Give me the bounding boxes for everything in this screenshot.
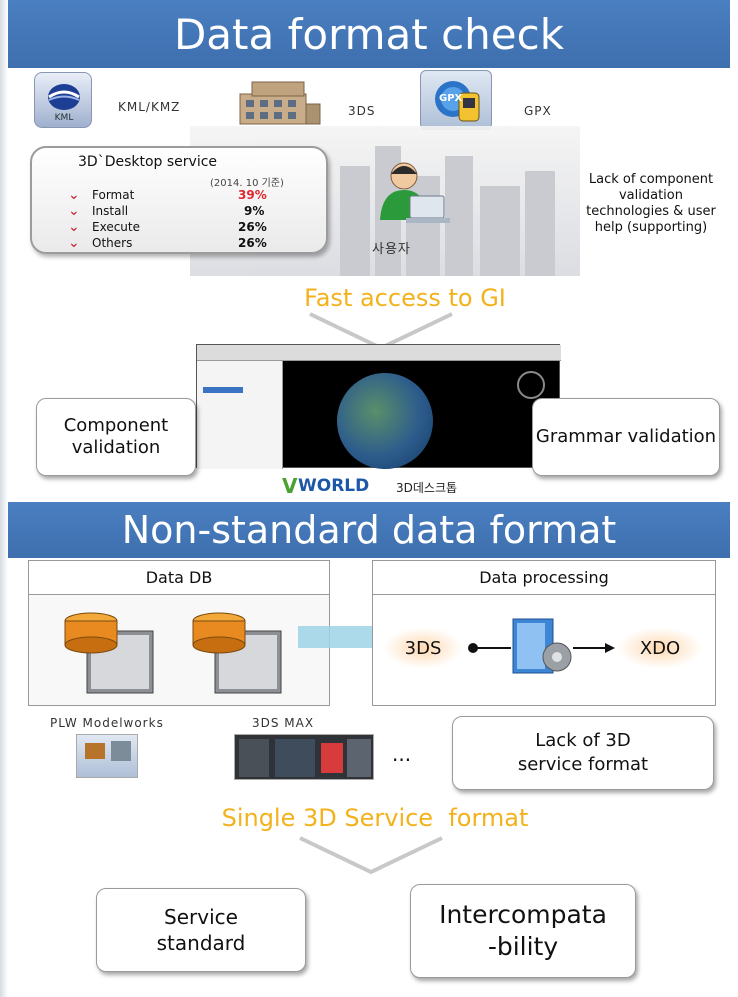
data-processing-label: Data processing (479, 568, 609, 587)
building-3ds-icon (232, 78, 324, 128)
max-viewport (321, 743, 343, 773)
top-banner-title: Data format check (173, 9, 565, 59)
grammar-validation-box: Grammar validation (532, 398, 720, 476)
gpx-icon-label: GPX (439, 93, 463, 104)
database-server-icon (192, 612, 282, 694)
stat-value: 39% (238, 188, 267, 202)
intercompatability-text: Intercompata -bility (439, 900, 607, 961)
vworld-brand: WORLD (298, 476, 370, 496)
stat-value: 26% (238, 220, 267, 234)
tool-3dsmax-label: 3DS MAX (252, 716, 315, 730)
check-icon: ⌄ (68, 187, 80, 203)
vworld-v-icon: V (282, 474, 298, 498)
fast-access-text: Fast access to GI (304, 284, 506, 312)
desktop-service-card: 3D`Desktop service (2014. 10 기준) ⌄ Forma… (30, 146, 328, 254)
lack-3d-format-text: Lack of 3D service format (517, 730, 649, 775)
stat-label: Install (92, 204, 129, 218)
compass-icon (517, 371, 545, 399)
user-laptop-icon (370, 160, 450, 230)
bottom-banner-title: Non-standard data format (121, 508, 617, 552)
data-db-panel: Data DB (28, 560, 330, 706)
intercompatability-box: Intercompata -bility (410, 884, 636, 978)
desktop-service-date: (2014. 10 기준) (210, 178, 284, 189)
stat-label: Format (92, 188, 135, 202)
stat-label: Others (92, 236, 133, 250)
ellipsis-label: ... (392, 742, 412, 766)
stat-row: ⌄ Others 26% (32, 236, 328, 252)
kml-icon: KML (34, 72, 92, 128)
format-3ds-label: 3DS (348, 104, 376, 118)
conversion-flow-icon (468, 618, 615, 674)
plw-thumb (85, 743, 105, 759)
format-kml-label: KML/KMZ (118, 100, 181, 114)
max-viewport (239, 739, 269, 777)
lack-validation-note: Lack of component validation technologie… (586, 144, 716, 264)
component-validation-box: Component validation (36, 398, 196, 476)
flow-to-text: XDO (639, 637, 681, 659)
stat-row: ⌄ Execute 26% (32, 220, 328, 236)
stat-value: 26% (238, 236, 267, 250)
stats-list: ⌄ Format 39% ⌄ Install 9% ⌄ Execute 26% … (32, 188, 328, 254)
kml-icon-label: KML (54, 113, 74, 123)
check-icon: ⌄ (68, 203, 80, 219)
max-viewport (275, 739, 315, 777)
component-validation-text: Component validation (63, 415, 169, 458)
vworld-app-screenshot (196, 344, 561, 469)
desktop-service-title: 3D`Desktop service (78, 154, 218, 170)
check-icon: ⌄ (68, 219, 80, 235)
flow-from-text: 3DS (404, 637, 442, 659)
flow-to-badge: XDO (617, 627, 703, 669)
service-standard-text: Service standard (156, 905, 246, 955)
vworld-logo: V WORLD 3D데스크톱 (282, 474, 502, 498)
data-db-label: Data DB (145, 568, 213, 587)
stat-label: Execute (92, 220, 140, 234)
format-gpx-label: GPX (524, 104, 552, 118)
sidebar-highlight (203, 387, 243, 393)
stat-value: 9% (244, 204, 265, 218)
user-label: 사용자 (372, 242, 411, 257)
stat-row: ⌄ Format 39% (32, 188, 328, 204)
down-arrow-icon (299, 836, 443, 875)
data-processing-header: Data processing (373, 561, 715, 595)
service-standard-box: Service standard (96, 888, 306, 972)
tool-plw-label: PLW Modelworks (50, 716, 164, 730)
data-db-header: Data DB (29, 561, 329, 595)
top-banner: Data format check (8, 0, 730, 68)
gpx-icon: GPX (420, 70, 492, 130)
grammar-validation-text: Grammar validation (535, 426, 717, 447)
fast-access-label: Fast access to GI (240, 282, 570, 314)
app-toolbar (197, 345, 561, 361)
bottom-banner: Non-standard data format (8, 502, 730, 558)
app-sidebar (197, 361, 283, 469)
database-server-icon (64, 612, 154, 694)
vworld-sub: 3D데스크톱 (396, 481, 458, 495)
earth-globe-icon (337, 373, 433, 469)
lack-validation-text: Lack of component validation technologie… (586, 172, 716, 235)
flow-from-badge: 3DS (383, 627, 463, 669)
single-format-label: Single 3D Service format (150, 800, 600, 836)
plw-thumb (111, 741, 131, 761)
left-edge-stripe (0, 0, 8, 997)
lack-3d-format-box: Lack of 3D service format (452, 716, 714, 790)
3dsmax-screenshot (234, 734, 374, 780)
plw-modelworks-screenshot (76, 734, 138, 778)
check-icon: ⌄ (68, 235, 80, 251)
stat-row: ⌄ Install 9% (32, 204, 328, 220)
data-processing-panel: Data processing 3DS XDO (372, 560, 716, 706)
single-format-text: Single 3D Service format (221, 804, 529, 832)
max-viewport (347, 739, 371, 777)
